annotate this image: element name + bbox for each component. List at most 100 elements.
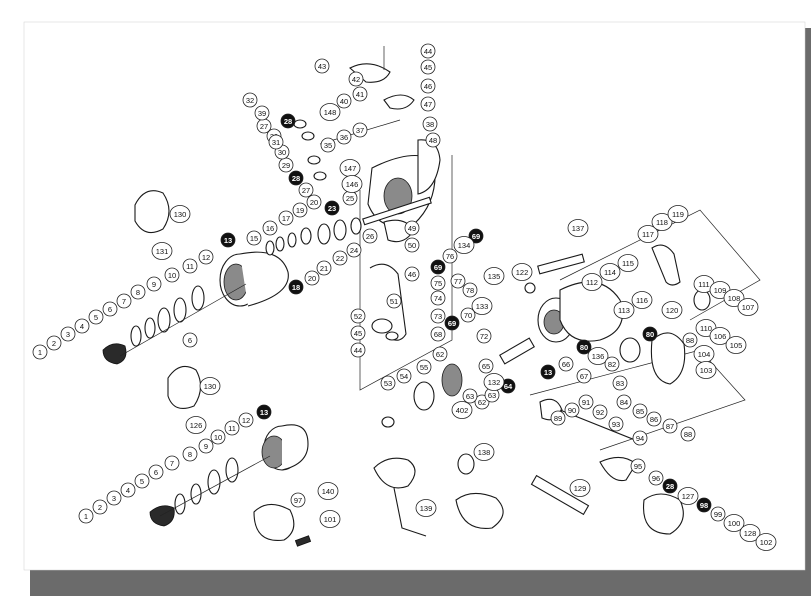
- callout-bubble: [646, 411, 662, 427]
- callout-42: 42: [348, 71, 364, 87]
- callout-bubble: [631, 291, 653, 309]
- callout-bubble: [164, 455, 180, 471]
- callout-bubble: [317, 482, 339, 500]
- callout-28: 28: [662, 478, 678, 494]
- callout-115: 115: [617, 254, 639, 272]
- callout-bubble: [199, 377, 221, 395]
- callout-bubble: [677, 487, 699, 505]
- callout-bubble: [755, 533, 777, 551]
- callout-number: 30: [278, 148, 286, 157]
- callout-3: 3: [106, 490, 122, 506]
- callout-44: 44: [420, 43, 436, 59]
- callout-number: 86: [650, 415, 658, 424]
- spool-assembly-lower: [149, 365, 309, 527]
- callout-number: 65: [482, 362, 490, 371]
- handle-shaft-129: [530, 474, 590, 516]
- callout-bubble: [450, 273, 466, 289]
- callout-bubble: [612, 375, 628, 391]
- callout-bubble: [550, 410, 566, 426]
- callout-bubble: [324, 200, 340, 216]
- callout-bubble: [442, 248, 458, 264]
- callout-5: 5: [134, 473, 150, 489]
- callout-15: 15: [246, 230, 262, 246]
- callout-75: 75: [430, 275, 446, 291]
- callout-number: 80: [646, 330, 654, 339]
- callout-bubble: [592, 404, 608, 420]
- callout-13: 13: [540, 364, 556, 380]
- callout-128: 128: [739, 524, 761, 542]
- callout-50: 50: [404, 237, 420, 253]
- callout-bubble: [169, 205, 191, 223]
- callout-number: 135: [488, 272, 501, 281]
- callout-bubble: [336, 93, 352, 109]
- callout-8: 8: [182, 446, 198, 462]
- callout-number: 45: [424, 63, 432, 72]
- callout-number: 2: [52, 339, 56, 348]
- callout-bubble: [471, 297, 493, 315]
- callout-number: 28: [284, 117, 292, 126]
- callout-112: 112: [581, 273, 603, 291]
- callout-number: 1: [38, 348, 42, 357]
- callout-94: 94: [632, 430, 648, 446]
- callout-bubble: [404, 266, 420, 282]
- callout-10: 10: [210, 429, 226, 445]
- callout-104: 104: [693, 345, 715, 363]
- callout-20: 20: [304, 270, 320, 286]
- callout-number: 9: [204, 442, 208, 451]
- callout-bubble: [540, 364, 556, 380]
- callout-bubble: [617, 254, 639, 272]
- callout-number: 74: [434, 294, 442, 303]
- callout-bubble: [238, 412, 254, 428]
- callout-88: 88: [682, 332, 698, 348]
- callout-bubble: [696, 497, 712, 513]
- callout-number: 15: [250, 234, 258, 243]
- spool-cover-130: [134, 190, 170, 234]
- callout-number: 45: [354, 329, 362, 338]
- callout-147: 147: [339, 159, 361, 177]
- callout-number: 83: [616, 379, 624, 388]
- callout-number: 44: [424, 47, 432, 56]
- callout-number: 138: [478, 448, 491, 457]
- callout-number: 148: [324, 108, 337, 117]
- callout-bubble: [120, 482, 136, 498]
- callout-number: 136: [592, 352, 605, 361]
- callout-18: 18: [288, 279, 304, 295]
- callout-29: 29: [278, 157, 294, 173]
- callout-number: 53: [384, 379, 392, 388]
- callout-66: 66: [558, 356, 574, 372]
- callout-number: 51: [390, 297, 398, 306]
- callout-80: 80: [576, 339, 592, 355]
- callout-49: 49: [404, 220, 420, 236]
- callout-12: 12: [238, 412, 254, 428]
- callout-number: 16: [266, 224, 274, 233]
- callout-31: 31: [268, 134, 284, 150]
- callout-bubble: [416, 359, 432, 375]
- callout-bubble: [710, 506, 726, 522]
- callout-bubble: [462, 388, 478, 404]
- callout-bubble: [616, 394, 632, 410]
- callout-bubble: [242, 92, 258, 108]
- callout-4: 4: [120, 482, 136, 498]
- callout-bubble: [396, 368, 412, 384]
- callout-bubble: [292, 202, 308, 218]
- callout-number: 140: [322, 487, 335, 496]
- callout-number: 12: [202, 253, 210, 262]
- callout-bubble: [348, 71, 364, 87]
- callout-40: 40: [336, 93, 352, 109]
- callout-number: 49: [408, 224, 416, 233]
- callout-number: 88: [684, 430, 692, 439]
- callout-number: 10: [168, 271, 176, 280]
- callout-114: 114: [599, 263, 621, 281]
- callout-bubble: [632, 403, 648, 419]
- callout-number: 120: [666, 306, 679, 315]
- callout-69: 69: [468, 228, 484, 244]
- callout-132: 132: [483, 373, 505, 391]
- callout-number: 10: [214, 433, 222, 442]
- callout-69: 69: [444, 315, 460, 331]
- callout-bubble: [74, 318, 90, 334]
- callout-139: 139: [415, 499, 437, 517]
- side-cover-103: [650, 332, 686, 385]
- callout-bubble: [151, 242, 173, 260]
- callout-46: 46: [420, 78, 436, 94]
